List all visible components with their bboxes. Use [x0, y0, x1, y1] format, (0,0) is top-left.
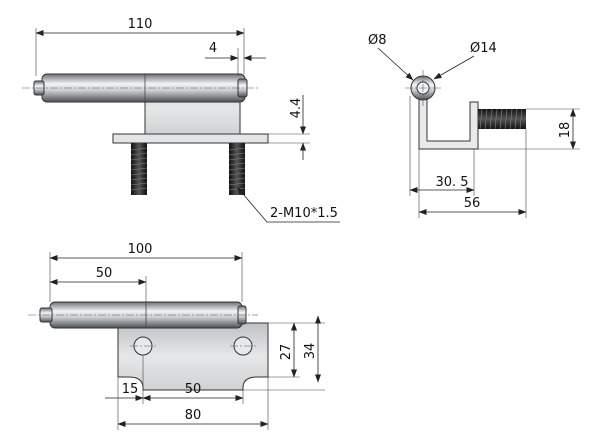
base-flange-top — [112, 133, 269, 144]
dim-offset-to-bolt: 30. 5 — [435, 175, 468, 190]
dim-pin-diameter: Ø8 — [368, 33, 387, 48]
dim-overall-width: 56 — [464, 196, 481, 211]
dim-overall-length: 110 — [128, 17, 153, 32]
dim-hole-edge-offset: 15 — [122, 382, 139, 397]
thread-label: 2-M10*1.5 — [270, 206, 338, 221]
dim-pin-offset: 4 — [209, 41, 217, 56]
dim-half-length: 50 — [96, 266, 113, 281]
dim-height: 18 — [558, 122, 573, 139]
side-view: Ø8 Ø14 18 30. 5 56 — [368, 33, 580, 218]
dim-plate-thickness: 4.4 — [289, 98, 304, 119]
dim-height-inner: 27 — [279, 344, 294, 361]
dim-height-outer: 34 — [303, 343, 318, 360]
dim-barrel-diameter: Ø14 — [470, 41, 497, 56]
front-view: 100 50 27 34 15 50 80 — [28, 242, 325, 430]
dim-plate-length: 80 — [185, 408, 202, 423]
dim-barrel-length: 100 — [128, 242, 153, 257]
side-thread-bolt — [478, 109, 526, 129]
top-view: 110 4 4.4 2-M10*1.5 — [22, 17, 340, 223]
hinge-plate-front — [117, 322, 269, 391]
dim-hole-spacing: 50 — [185, 382, 202, 397]
